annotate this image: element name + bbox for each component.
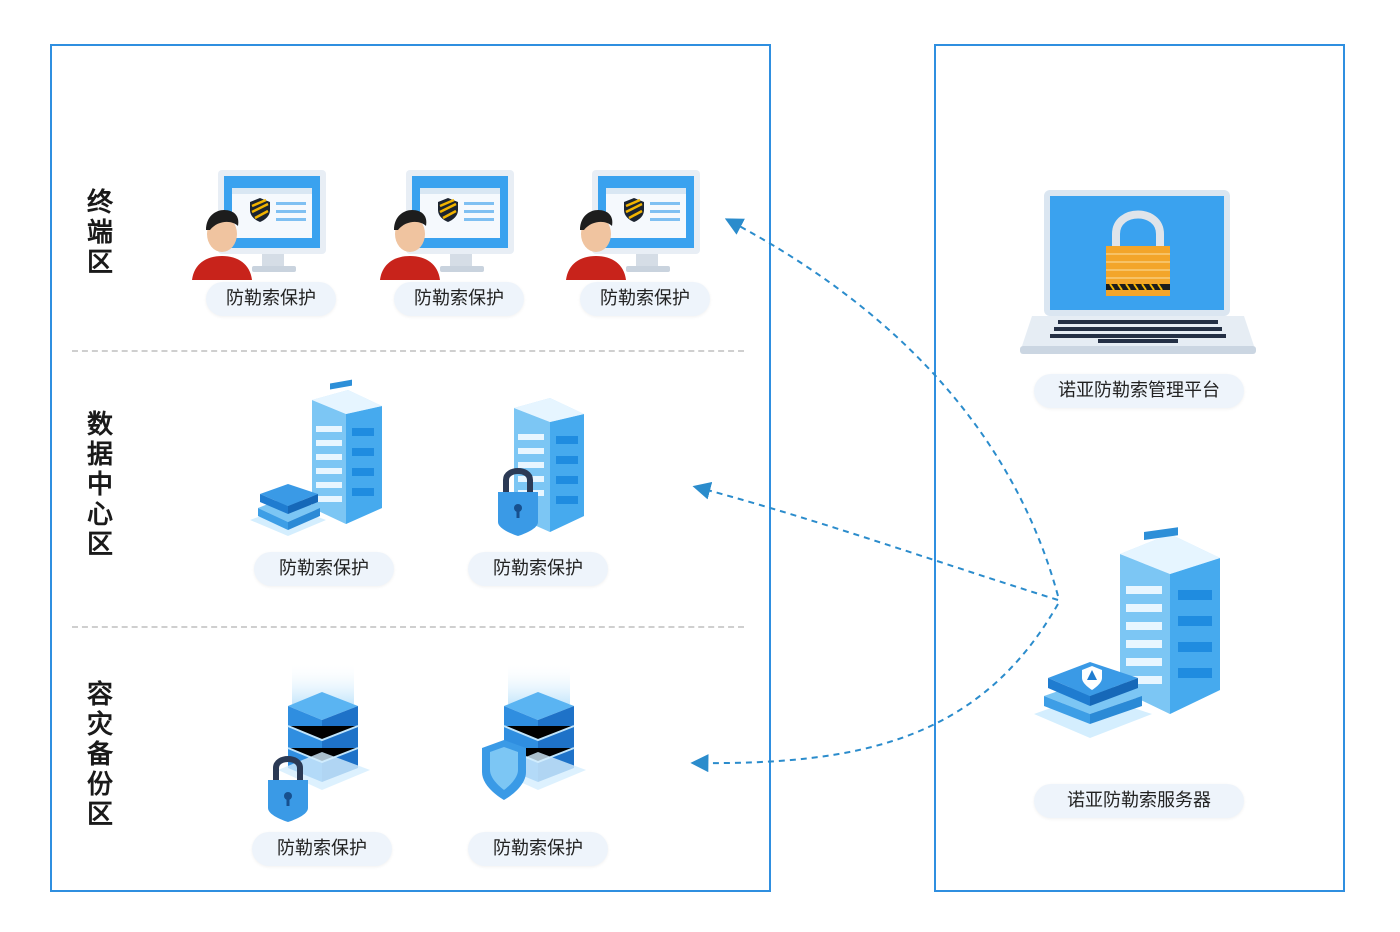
node-label: 防勒索保护 [252,832,392,866]
node-label: 防勒索保护 [580,282,710,316]
arrow-to-terminal-zone [724,218,1059,597]
node-label: 防勒索保护 [468,552,608,586]
platform-label: 诺亚防勒索管理平台 [1034,374,1244,408]
node-label: 防勒索保护 [254,552,394,586]
zone-divider [72,350,744,352]
storage-shield-icon [482,662,586,800]
node-label: 防勒索保护 [468,832,608,866]
node-label: 防勒索保护 [206,282,336,316]
noah-server-icon [1034,527,1220,738]
zone-label-terminal: 终端区 [86,188,113,278]
arrow-to-backup-zone [690,603,1059,773]
storage-lock-icon [268,662,370,822]
server-lock-icon [498,398,584,536]
zone-divider [72,626,744,628]
arrow-to-datacenter-zone [692,482,1059,601]
workstation-user-icon [192,170,326,280]
laptop-lock-icon [1020,190,1256,354]
workstation-user-icon [380,170,514,280]
workstation-user-icon [566,170,700,280]
protected-zones-panel [50,44,771,892]
zone-label-datacenter: 数据中心区 [86,410,113,560]
management-panel [934,44,1345,892]
node-label: 防勒索保护 [394,282,524,316]
zone-label-backup: 容灾备份区 [86,680,113,830]
server-label: 诺亚防勒索服务器 [1034,784,1244,818]
server-rack-stack-icon [250,379,382,536]
